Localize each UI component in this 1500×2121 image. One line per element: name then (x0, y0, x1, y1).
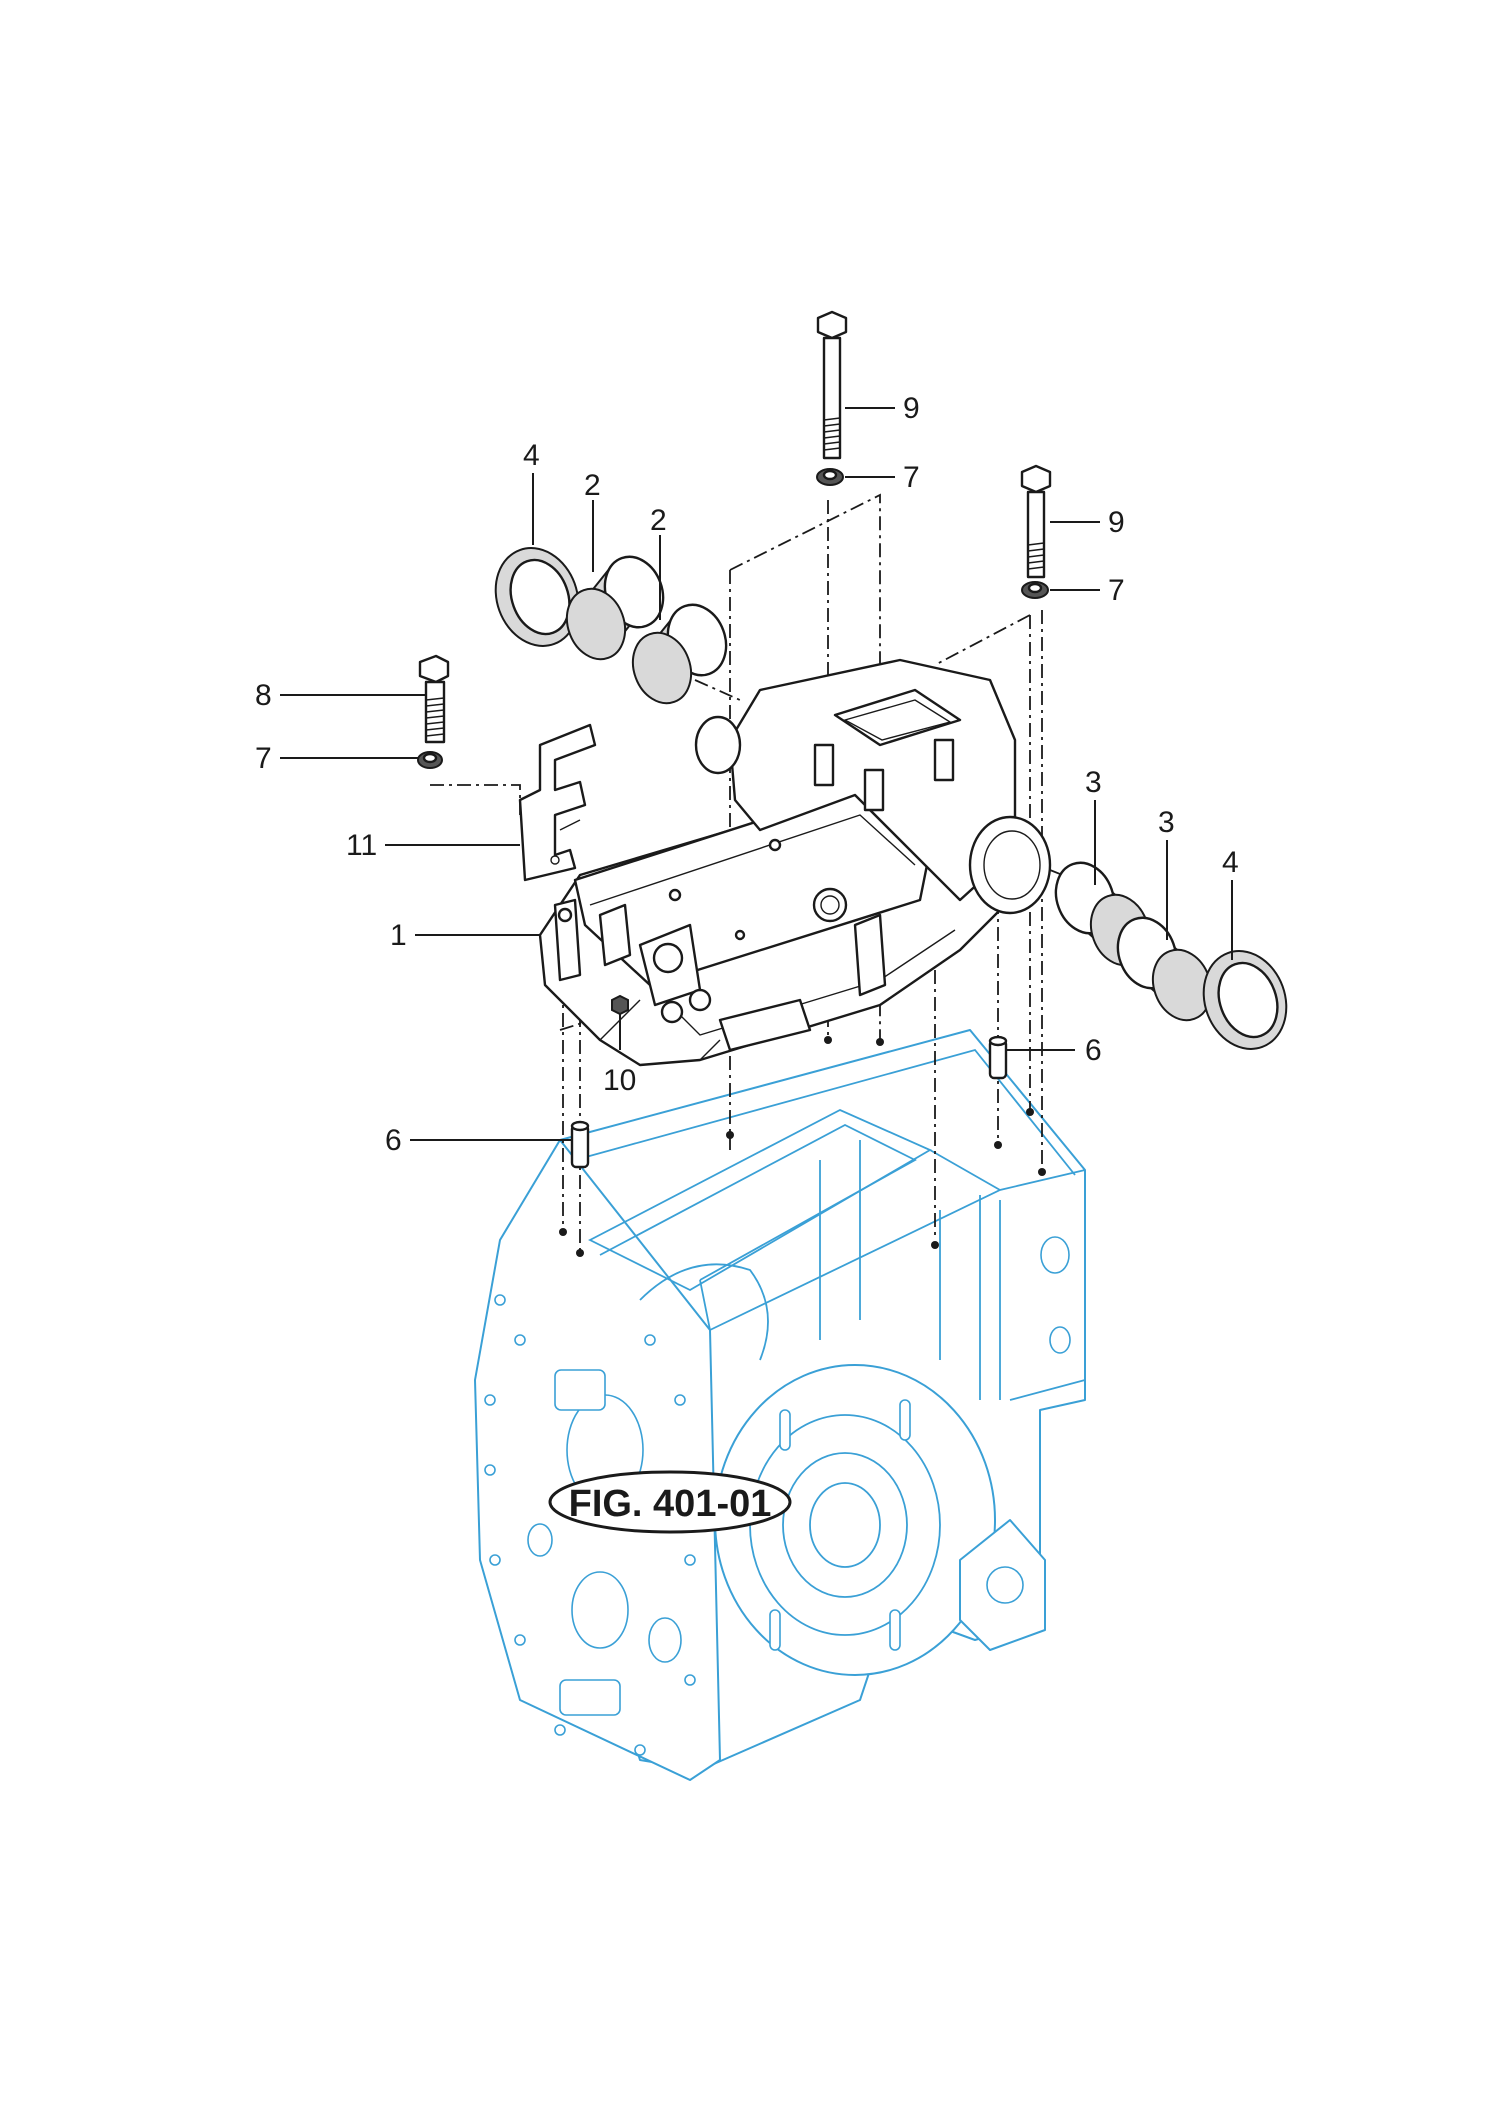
callout-4-left: 4 (523, 439, 540, 472)
callout-10: 10 (603, 1064, 636, 1097)
bolt-part-8 (418, 654, 450, 744)
seal-part-4-right (1202, 950, 1288, 1050)
washer-part-7-top (816, 468, 844, 486)
callout-2-first: 2 (584, 469, 601, 502)
bolt-part-9-top (816, 310, 848, 460)
callout-1: 1 (390, 919, 407, 952)
bushing-part-2-second (631, 603, 728, 705)
dowel-pin-part-6-left (570, 1120, 590, 1169)
callout-3-second: 3 (1158, 806, 1175, 839)
callout-2-second: 2 (650, 504, 667, 537)
bracket-part (518, 723, 597, 882)
mounting-hole-markers (559, 1036, 1046, 1257)
lift-cover-part (538, 658, 1052, 1067)
bolt-part-9-right (1020, 464, 1052, 579)
figure-reference-badge[interactable]: FIG. 401-01 (548, 1470, 792, 1534)
transmission-housing-reference (474, 1029, 1086, 1781)
bushing-part-3-second (1116, 916, 1213, 1022)
washer-part-7-right (1021, 581, 1049, 599)
seal-part-4-left (494, 547, 580, 647)
callout-6-right: 6 (1085, 1034, 1102, 1067)
bushing-part-2-first (565, 555, 665, 661)
callout-9-right: 9 (1108, 506, 1125, 539)
callout-6-left: 6 (385, 1124, 402, 1157)
callout-labels: 4 2 2 9 7 9 7 8 7 11 1 3 3 4 6 6 10 (255, 392, 1239, 1157)
callout-3-first: 3 (1085, 766, 1102, 799)
callout-8: 8 (255, 679, 272, 712)
callout-11: 11 (346, 829, 377, 862)
callout-7-left: 7 (255, 742, 272, 775)
figure-reference-label: FIG. 401-01 (569, 1483, 772, 1525)
callout-7-right: 7 (1108, 574, 1125, 607)
bushing-part-3-first (1054, 861, 1151, 967)
callout-4-right: 4 (1222, 846, 1239, 879)
washer-part-7-left (417, 751, 443, 769)
callout-7-top: 7 (903, 461, 920, 494)
callout-9-top: 9 (903, 392, 920, 425)
dowel-pin-part-6-right (988, 1035, 1008, 1080)
callout-leaders (280, 407, 1233, 1141)
plug-part-10 (611, 994, 629, 1016)
